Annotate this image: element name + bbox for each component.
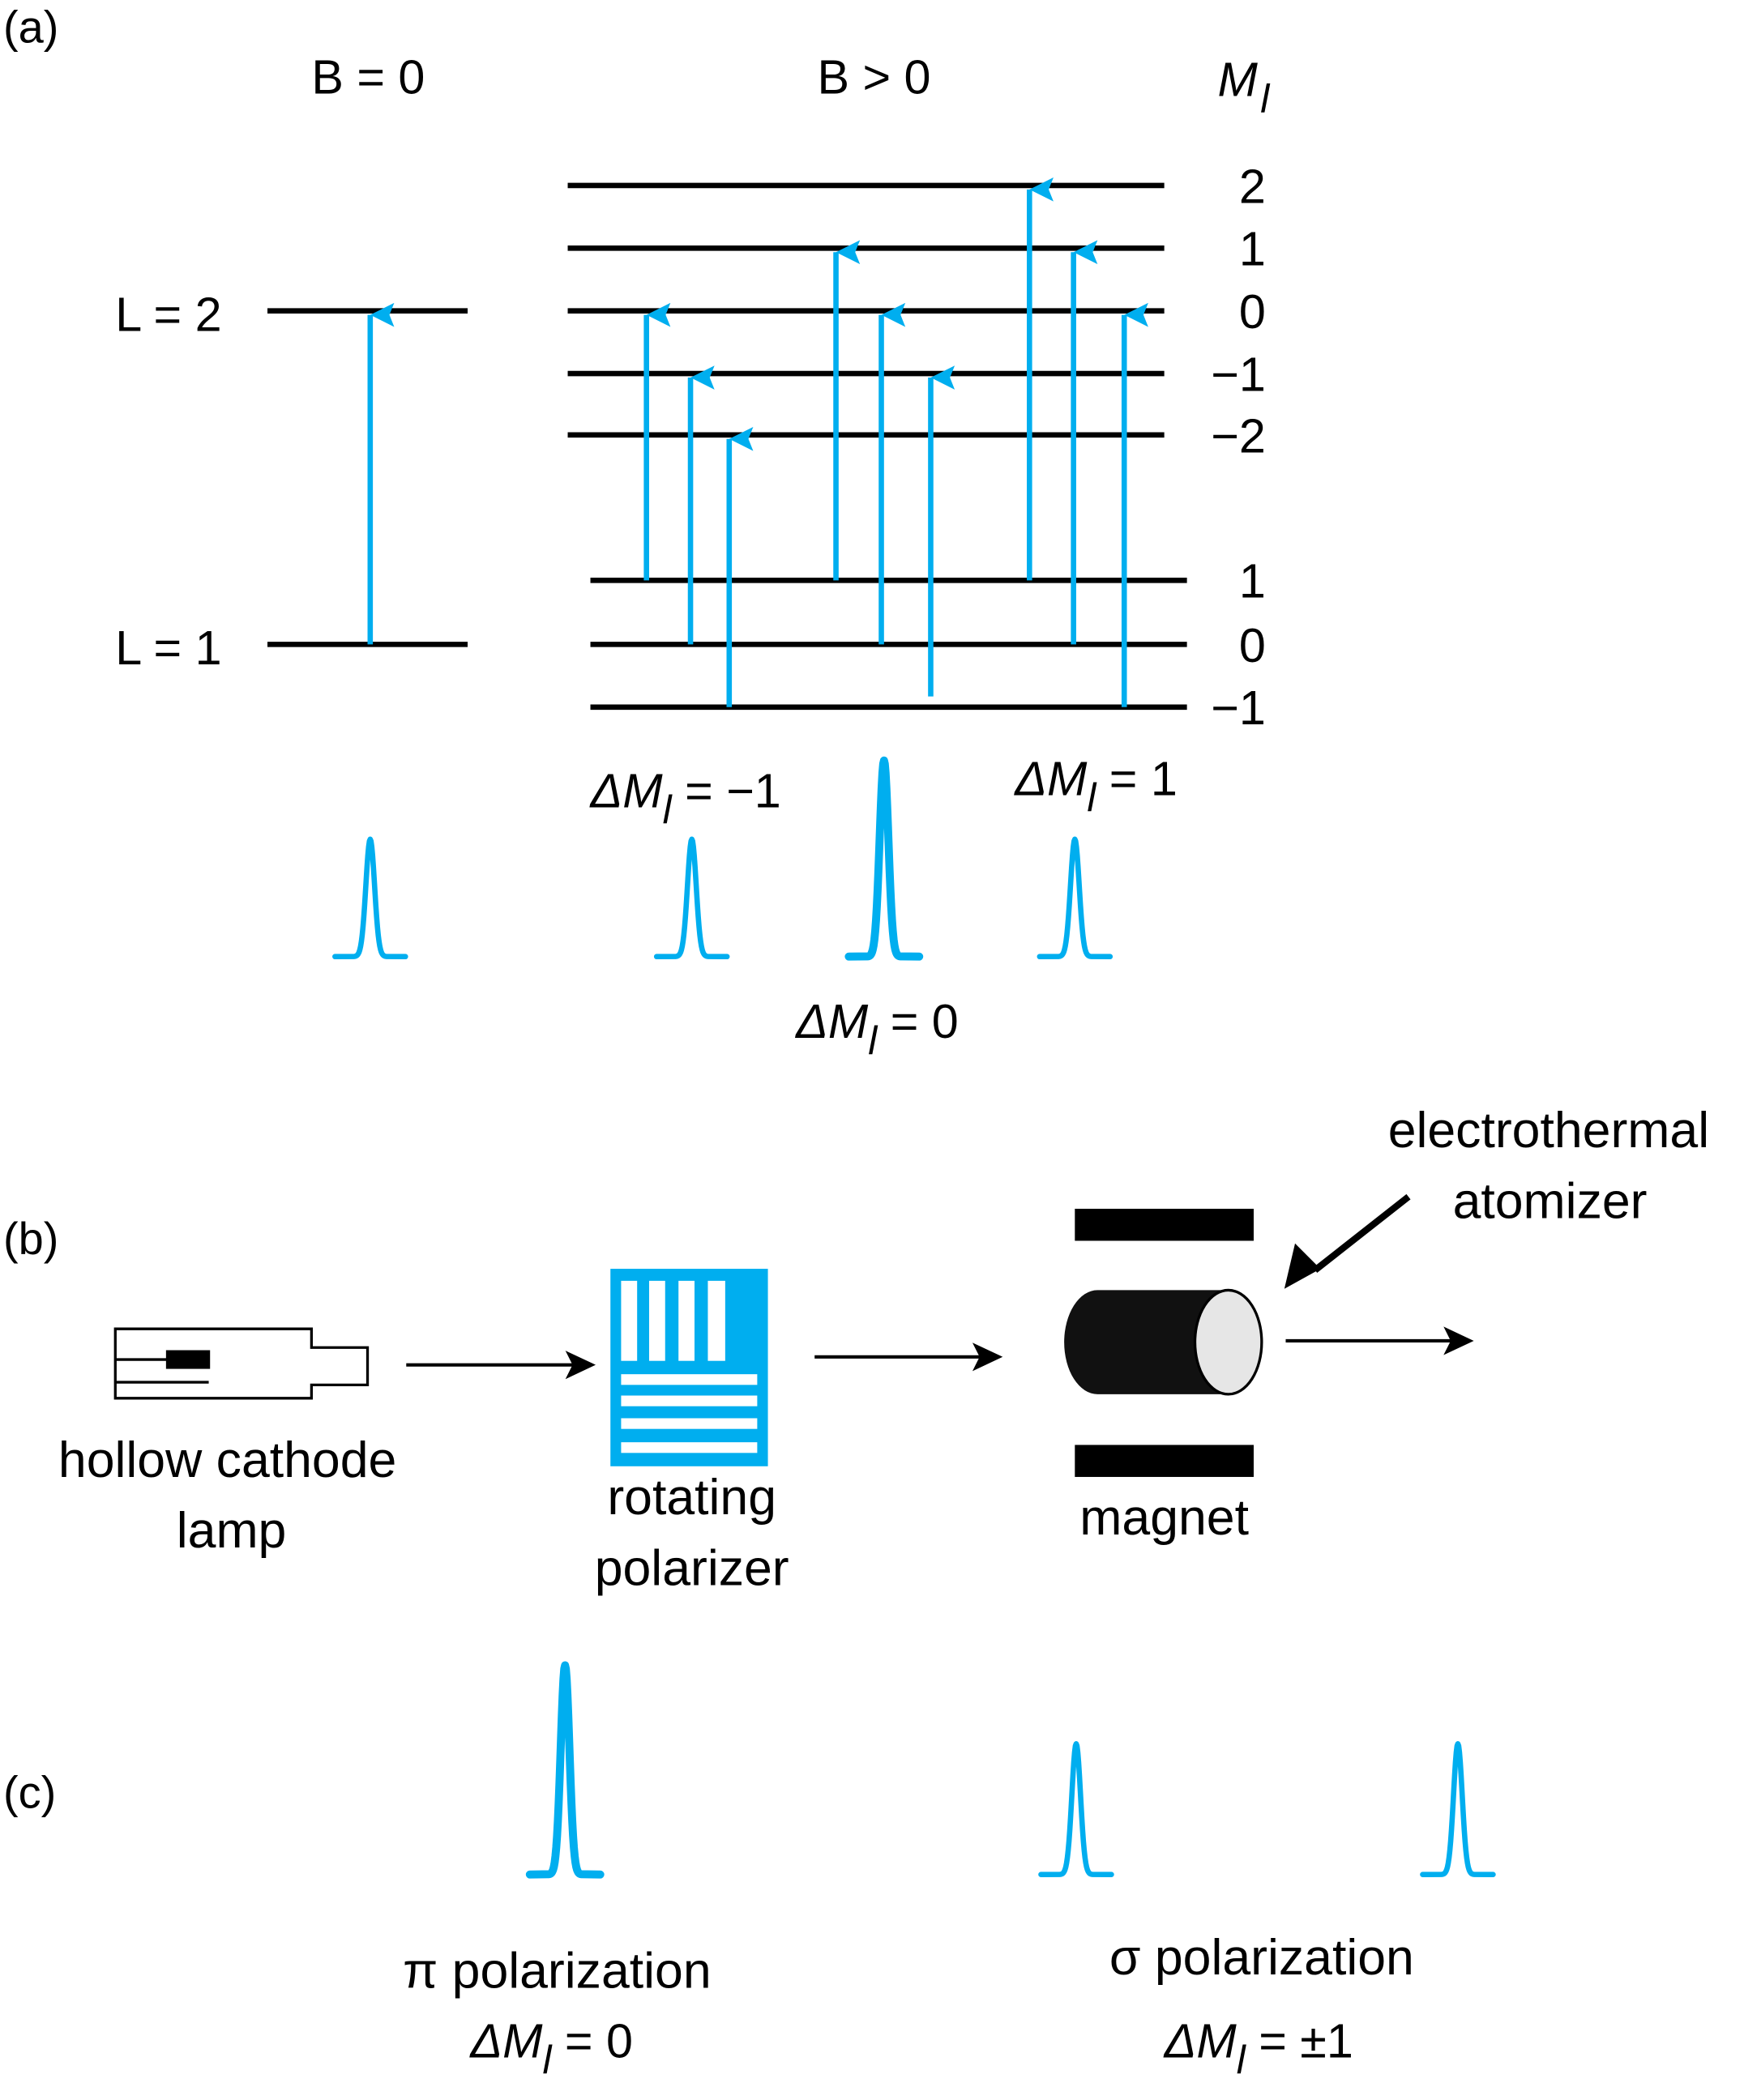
delta-prefix: ΔM: [468, 2013, 543, 2068]
sigma-delta-label: ΔMl = ±1: [1163, 2013, 1353, 2082]
delta-value: = −1: [672, 763, 781, 817]
atomizer-label-line1: electrothermal: [1388, 1102, 1709, 1159]
spectral-peak-dm-0: [844, 756, 924, 961]
peaks-panel-c: [525, 1661, 1496, 1879]
magnet-pole-top: [1075, 1208, 1254, 1241]
pi-polarization-label: π polarization: [403, 1943, 712, 2000]
svg-text:ΔMl = ±1: ΔMl = ±1: [1163, 2013, 1353, 2082]
spectral-peak-dm-1: [1037, 836, 1114, 960]
mi-header-subscript: l: [1260, 76, 1271, 121]
delta-prefix: ΔM: [794, 994, 869, 1048]
delta-prefix: ΔM: [1163, 2013, 1237, 2068]
electrothermal-atomizer-icon: [1064, 1288, 1263, 1396]
mi-label: 1: [1239, 222, 1266, 276]
delta-subscript: l: [542, 2038, 553, 2082]
magnet-label: magnet: [1079, 1489, 1249, 1546]
mi-label: −1: [1211, 348, 1266, 402]
mi-label: −2: [1211, 408, 1266, 463]
spectral-peak-sigma-plus: [1420, 1741, 1496, 1877]
sigma-polarization-label: σ polarization: [1109, 1929, 1414, 1986]
svg-text:ΔMl = −1: ΔMl = −1: [589, 763, 781, 832]
panel-c-label: (c): [3, 1766, 56, 1817]
delta-subscript: l: [663, 788, 673, 832]
spectral-peak-pi: [525, 1661, 605, 1879]
beam-arrows: [406, 1326, 1474, 1380]
delta-value: = 1: [1096, 751, 1178, 805]
delta-prefix: ΔM: [589, 763, 664, 817]
b-zero-label: B = 0: [311, 49, 425, 104]
delta-subscript: l: [1087, 775, 1097, 820]
delta-value: = 0: [877, 994, 959, 1048]
pi-delta-label: ΔMl = 0: [468, 2013, 633, 2082]
spectral-peak-dm-1: [653, 836, 730, 960]
l1-label: L = 1: [115, 621, 221, 675]
mi-label: 2: [1239, 159, 1266, 213]
rotating-polarizer-icon: [610, 1269, 768, 1466]
b-positive-label: B > 0: [817, 49, 930, 104]
panel-b-label: (b): [3, 1213, 58, 1264]
lamp-label-line2: lamp: [177, 1502, 287, 1559]
panel-a-label: (a): [3, 2, 58, 53]
svg-text:ΔMl = 0: ΔMl = 0: [794, 994, 959, 1063]
svg-text:ΔMl = 1: ΔMl = 1: [1013, 751, 1178, 820]
magnet-pole-bottom: [1075, 1445, 1254, 1477]
delta-value: = ±1: [1246, 2013, 1353, 2068]
polarizer-label-line2: polarizer: [595, 1539, 789, 1596]
atomizer-pointer-arrow: [1284, 1193, 1411, 1289]
mi-label: 0: [1239, 618, 1266, 672]
mi-label: 1: [1239, 554, 1266, 608]
arrowhead-icon: [1443, 1326, 1474, 1355]
mi-label: 0: [1239, 284, 1266, 339]
polarizer-label-line1: rotating: [607, 1469, 776, 1526]
lower-levels: [590, 578, 1187, 711]
svg-text:ΔMl = 0: ΔMl = 0: [468, 2013, 633, 2082]
lamp-label-line1: hollow cathode: [58, 1432, 396, 1488]
transition-arrows: [367, 177, 1148, 707]
delta-subscript: l: [868, 1018, 878, 1063]
arrowhead-icon: [565, 1351, 596, 1380]
delta-plus-label: ΔMl = 1: [1013, 751, 1178, 820]
delta-prefix: ΔM: [1013, 751, 1088, 805]
mi-header-text: M: [1218, 53, 1259, 107]
delta-subscript: l: [1237, 2038, 1247, 2082]
delta-value: = 0: [551, 2013, 633, 2068]
mi-label: −1: [1211, 681, 1266, 735]
upper-mi-labels: 2 1 0 −1 −2: [1211, 159, 1266, 463]
mi-header: M l: [1218, 53, 1272, 122]
hollow-cathode-lamp-icon: [113, 1327, 370, 1400]
atomizer-label-line2: atomizer: [1453, 1172, 1648, 1229]
spectral-peak-sigma-minus: [1038, 1741, 1114, 1877]
delta-zero-label: ΔMl = 0: [794, 994, 959, 1063]
lower-mi-labels: 1 0 −1: [1211, 554, 1266, 735]
spectral-peak-zero-field: [332, 836, 408, 960]
peaks-panel-a: [332, 756, 1114, 961]
delta-minus-label: ΔMl = −1: [589, 763, 781, 832]
l2-label: L = 2: [115, 287, 221, 341]
arrowhead-icon: [972, 1342, 1003, 1372]
